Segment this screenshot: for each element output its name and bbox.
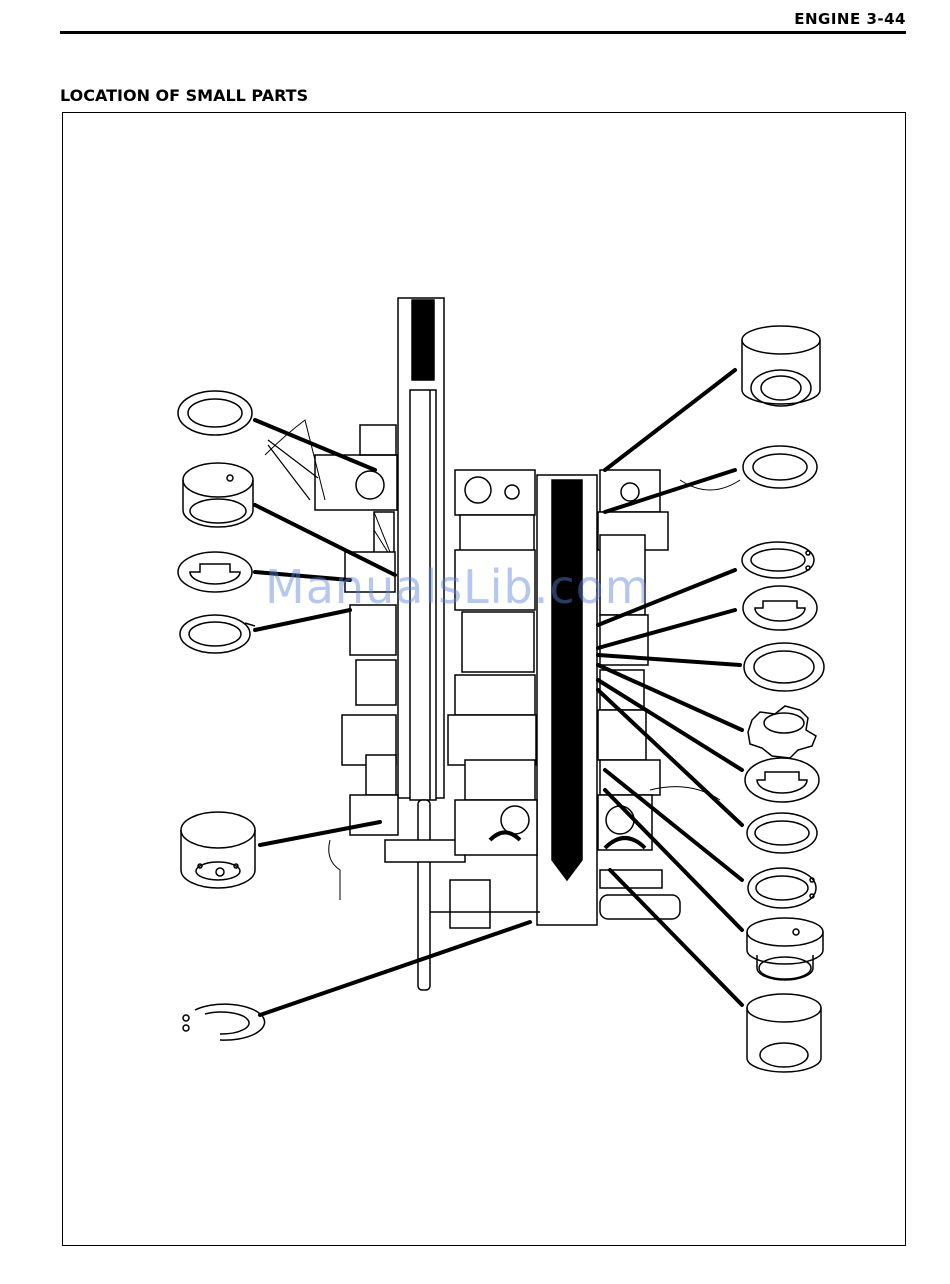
- output-shaft: [537, 475, 597, 925]
- input-shaft: [398, 298, 444, 990]
- left-parts: [178, 391, 265, 1040]
- watermark: ManualsLib.com: [265, 560, 651, 614]
- right-parts: [742, 326, 824, 1072]
